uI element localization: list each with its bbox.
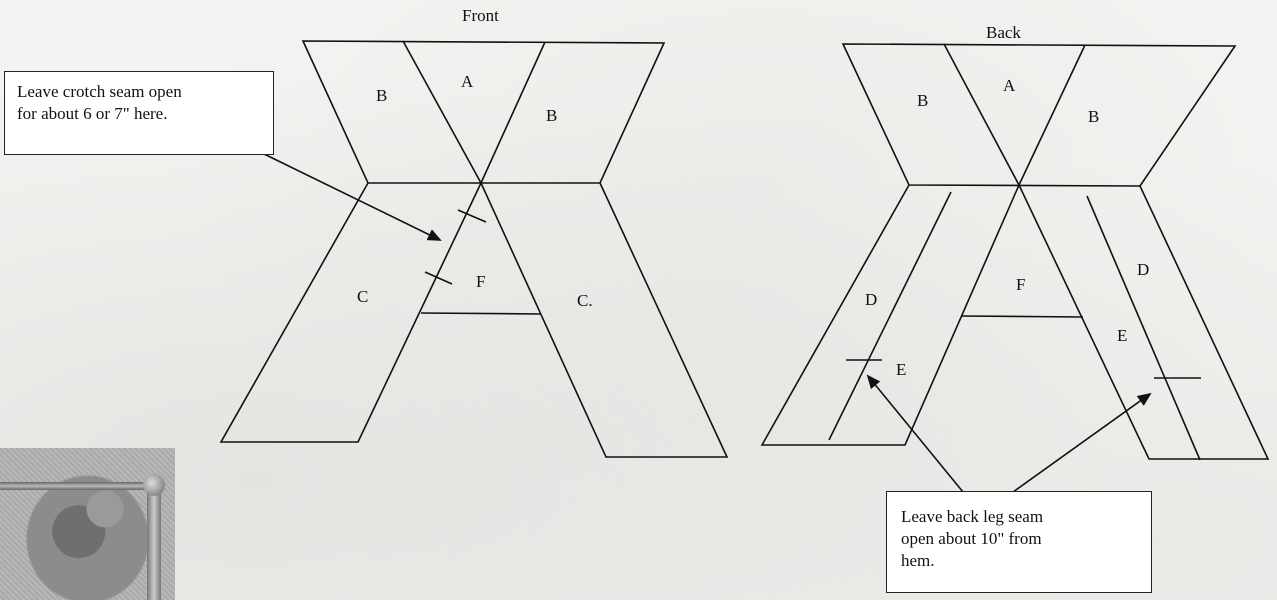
front-panel-a-right-edge [480,41,546,184]
back-f-line [961,315,1084,318]
back-callout-arrow-left [866,374,964,493]
back-label-b-left: B [917,91,928,110]
crotch-callout-arrow [261,152,442,241]
front-f-line [420,312,542,315]
front-label-a: A [461,72,474,91]
back-right-leg [1018,184,1270,460]
front-crotch-notch-lower [424,271,453,285]
front-title: Front [462,6,499,25]
back-label-e-left: E [896,360,906,379]
back-waist-panel [841,43,1237,187]
back-panel-a-right-edge [1018,44,1086,186]
front-left-leg [219,182,482,443]
back-panel-a-left-edge [943,43,1020,186]
back-label-f: F [1016,275,1025,294]
front-right-leg [480,182,729,458]
front-crotch-notch-upper [457,209,487,223]
photo-fragment-image [0,448,175,600]
back-label-d-right: D [1137,260,1149,279]
back-label-e-right: E [1117,326,1127,345]
frame-post [147,478,161,600]
front-label-b-right: B [546,106,557,125]
front-label-b-left: B [376,86,387,105]
frame-knob [143,474,165,496]
front-label-c-left: C [357,287,368,306]
back-label-d-left: D [865,290,877,309]
back-right-seam-line [1086,195,1201,461]
back-left-seam-line [828,191,952,441]
front-panel-a-left-edge [402,40,482,184]
back-label-a: A [1003,76,1016,95]
back-left-leg [760,184,1020,446]
back-title: Back [986,23,1021,42]
front-label-c-right: C. [577,291,593,310]
crotch-seam-callout: Leave crotch seam open for about 6 or 7"… [4,71,274,155]
back-label-b-right: B [1088,107,1099,126]
back-leg-seam-callout: Leave back leg seam open about 10" from … [886,491,1152,593]
front-waist-panel [301,40,666,184]
frame-rail [0,482,152,490]
back-callout-arrow-right [1012,392,1152,493]
front-label-f: F [476,272,485,291]
